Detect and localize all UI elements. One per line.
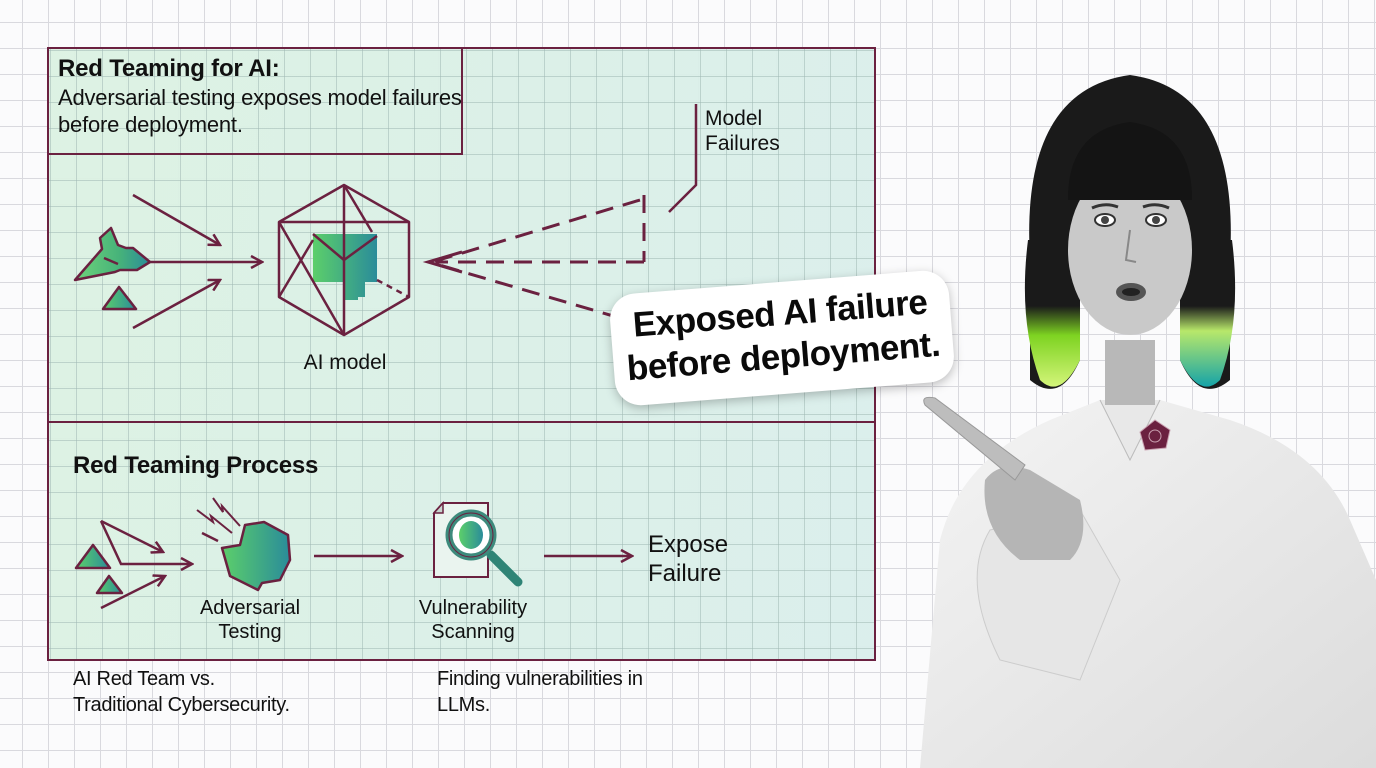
model-failures-label-line1: Model (705, 107, 763, 130)
callout-leader-line (668, 104, 698, 213)
caption-left-line2: Traditional Cybersecurity. (73, 694, 290, 716)
impact-shard-icon (196, 497, 292, 592)
attack-arrow-lower (132, 280, 220, 330)
process-title: Red Teaming Process (73, 452, 319, 479)
pointing-hand (923, 396, 1121, 681)
presenter-figure (920, 75, 1376, 768)
caption-left: AI Red Team vs. Traditional Cybersecurit… (73, 666, 290, 718)
triangle-icon (101, 285, 138, 311)
caption-right-line2: LLMs. (437, 694, 490, 716)
attacker-shape-icon (73, 226, 152, 282)
failure-dashed-arrows (422, 195, 646, 320)
process-arrow-center (99, 520, 192, 564)
rose-pin-icon (1139, 419, 1171, 451)
model-failures-label: Model Failures (705, 106, 780, 156)
model-failures-label-line2: Failures (705, 132, 780, 155)
face (1068, 165, 1192, 335)
step-label-line1: Vulnerability (418, 597, 528, 619)
process-arrow-upper (100, 519, 163, 552)
step-vulnerability-scanning-label: Vulnerability Scanning (398, 596, 548, 644)
caption-right: Finding vulnerabilities in LLMs. (437, 666, 643, 718)
page-title: Red Teaming for AI: (58, 55, 280, 82)
process-attacker-triangles-icon (74, 543, 124, 595)
step-label-line1: Adversarial (199, 597, 301, 619)
step-label-line2: Testing (218, 621, 282, 643)
step-expose-failure-label: Expose Failure (648, 530, 728, 588)
ai-model-label: AI model (303, 351, 387, 374)
process-arrow-lower (100, 576, 165, 610)
panel-divider (47, 421, 876, 423)
title-box: Red Teaming for AI: Adversarial testing … (47, 47, 463, 155)
step-label-line2: Failure (648, 560, 722, 587)
ai-model-cube-icon (277, 183, 411, 337)
attack-arrow-upper (132, 193, 220, 245)
step-label-line2: Scanning (431, 621, 515, 643)
page-subtitle: Adversarial testing exposes model failur… (58, 85, 462, 137)
step-label-line1: Expose (648, 531, 729, 558)
step-adversarial-testing-label: Adversarial Testing (180, 596, 320, 644)
caption-right-line1: Finding vulnerabilities in (437, 668, 643, 690)
caption-left-line1: AI Red Team vs. (73, 668, 215, 690)
magnifier-document-icon (432, 501, 523, 587)
